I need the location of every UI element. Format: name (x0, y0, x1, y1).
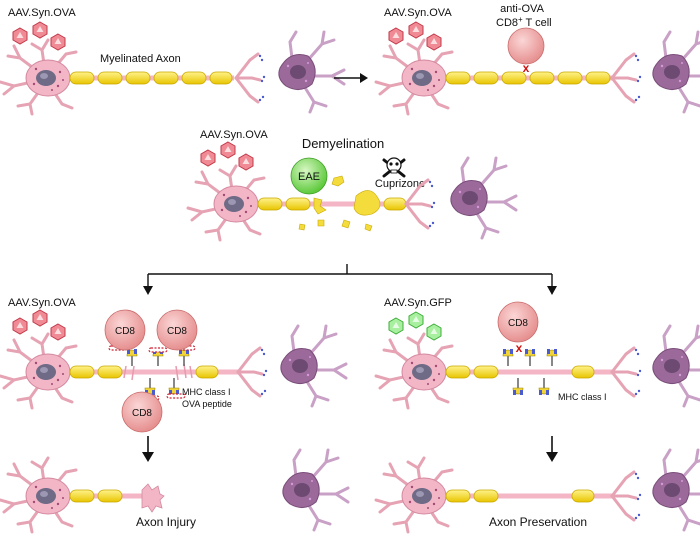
gfp-virus-icon (388, 311, 442, 341)
source-neuron (0, 456, 78, 534)
toxin-label: Cuprizone (375, 178, 425, 190)
transected-axon-end (141, 483, 165, 513)
source-neuron (186, 164, 266, 242)
ova-virus-icon (12, 21, 66, 51)
outcome-label: Axon Injury (136, 515, 196, 529)
down-arrow (142, 436, 154, 462)
target-neuron (651, 324, 700, 408)
ova-virus-icon (200, 141, 254, 171)
myelin-sheath (69, 365, 219, 379)
cd8-t-cell: CD8 (497, 301, 539, 343)
panel-bottom-left: AAV.Syn.OVA (0, 297, 350, 534)
myelin-sheath (445, 365, 595, 379)
outcome-label: Axon Preservation (489, 515, 587, 529)
ova-virus-icon (12, 309, 66, 341)
axon-terminal (610, 470, 643, 522)
source-neuron (374, 332, 454, 410)
vector-label: AAV.Syn.OVA (8, 7, 76, 19)
axon-label: Myelinated Axon (100, 53, 181, 65)
tcell-label-line1: anti-OVA (500, 3, 544, 15)
cd8-label: CD8 (115, 326, 135, 337)
blocked-mark: x (516, 341, 523, 355)
myelin-sheath (69, 71, 233, 85)
cd8-t-cell: CD8 (121, 391, 163, 433)
vector-label: AAV.Syn.OVA (8, 297, 76, 309)
peptide-label: OVA peptide (182, 399, 232, 409)
tcell-label-line2: CD8+ T cell (496, 15, 552, 29)
target-neuron (651, 30, 700, 114)
axon-terminal (234, 52, 267, 104)
down-arrow (546, 436, 558, 462)
transition-arrow (334, 73, 368, 83)
eae-label: EAE (298, 171, 320, 183)
myelin-sheath (445, 489, 595, 503)
vector-label: AAV.Syn.GFP (384, 297, 452, 309)
source-neuron (374, 38, 454, 116)
source-neuron (374, 456, 454, 534)
source-neuron (0, 38, 78, 116)
cd8-t-cell: CD8 (156, 309, 198, 351)
cd8-label: CD8 (132, 408, 152, 419)
myelin-sheath (257, 197, 407, 211)
panel-demyelination: AAV.Syn.OVA Demyelination EAE Cuprizone (186, 129, 518, 242)
arrow-left-head (143, 286, 153, 295)
demyelination-title: Demyelination (302, 136, 384, 151)
branch-arrows (147, 264, 553, 288)
target-neuron (279, 324, 348, 408)
cd8-label: CD8 (167, 326, 187, 337)
source-neuron (0, 332, 78, 410)
mhc-label: MHC class I (558, 392, 607, 402)
skull-crossbones-icon (382, 157, 406, 178)
vector-label: AAV.Syn.OVA (384, 7, 452, 19)
ova-virus-icon (388, 21, 442, 51)
axon-terminal (610, 52, 643, 104)
axon-terminal (610, 346, 643, 398)
myelin-debris (298, 175, 381, 232)
myelin-sheath (445, 71, 611, 85)
panel-top-left: AAV.Syn.OVA Myelinated Axon (0, 7, 346, 116)
blocked-mark: x (523, 61, 530, 75)
cd8-t-cell: CD8 (104, 309, 146, 351)
cd8-t-cell (507, 27, 545, 65)
panel-top-right: AAV.Syn.OVA anti-OVA CD8+ T cell x (374, 3, 700, 116)
myelin-sheath (69, 489, 123, 503)
arrow-right-head (547, 286, 557, 295)
damaged-axon-segment (123, 363, 193, 381)
axon-terminal (236, 346, 269, 398)
mhc-label: MHC class I (182, 387, 231, 397)
target-neuron (449, 156, 518, 240)
vector-label: AAV.Syn.OVA (200, 129, 268, 141)
target-neuron (651, 448, 700, 532)
target-neuron (281, 448, 350, 532)
eae-badge: EAE (290, 157, 328, 195)
panel-bottom-right: AAV.Syn.GFP CD8 x MHC class I (374, 297, 700, 534)
target-neuron (277, 30, 346, 114)
cd8-label: CD8 (508, 318, 528, 329)
